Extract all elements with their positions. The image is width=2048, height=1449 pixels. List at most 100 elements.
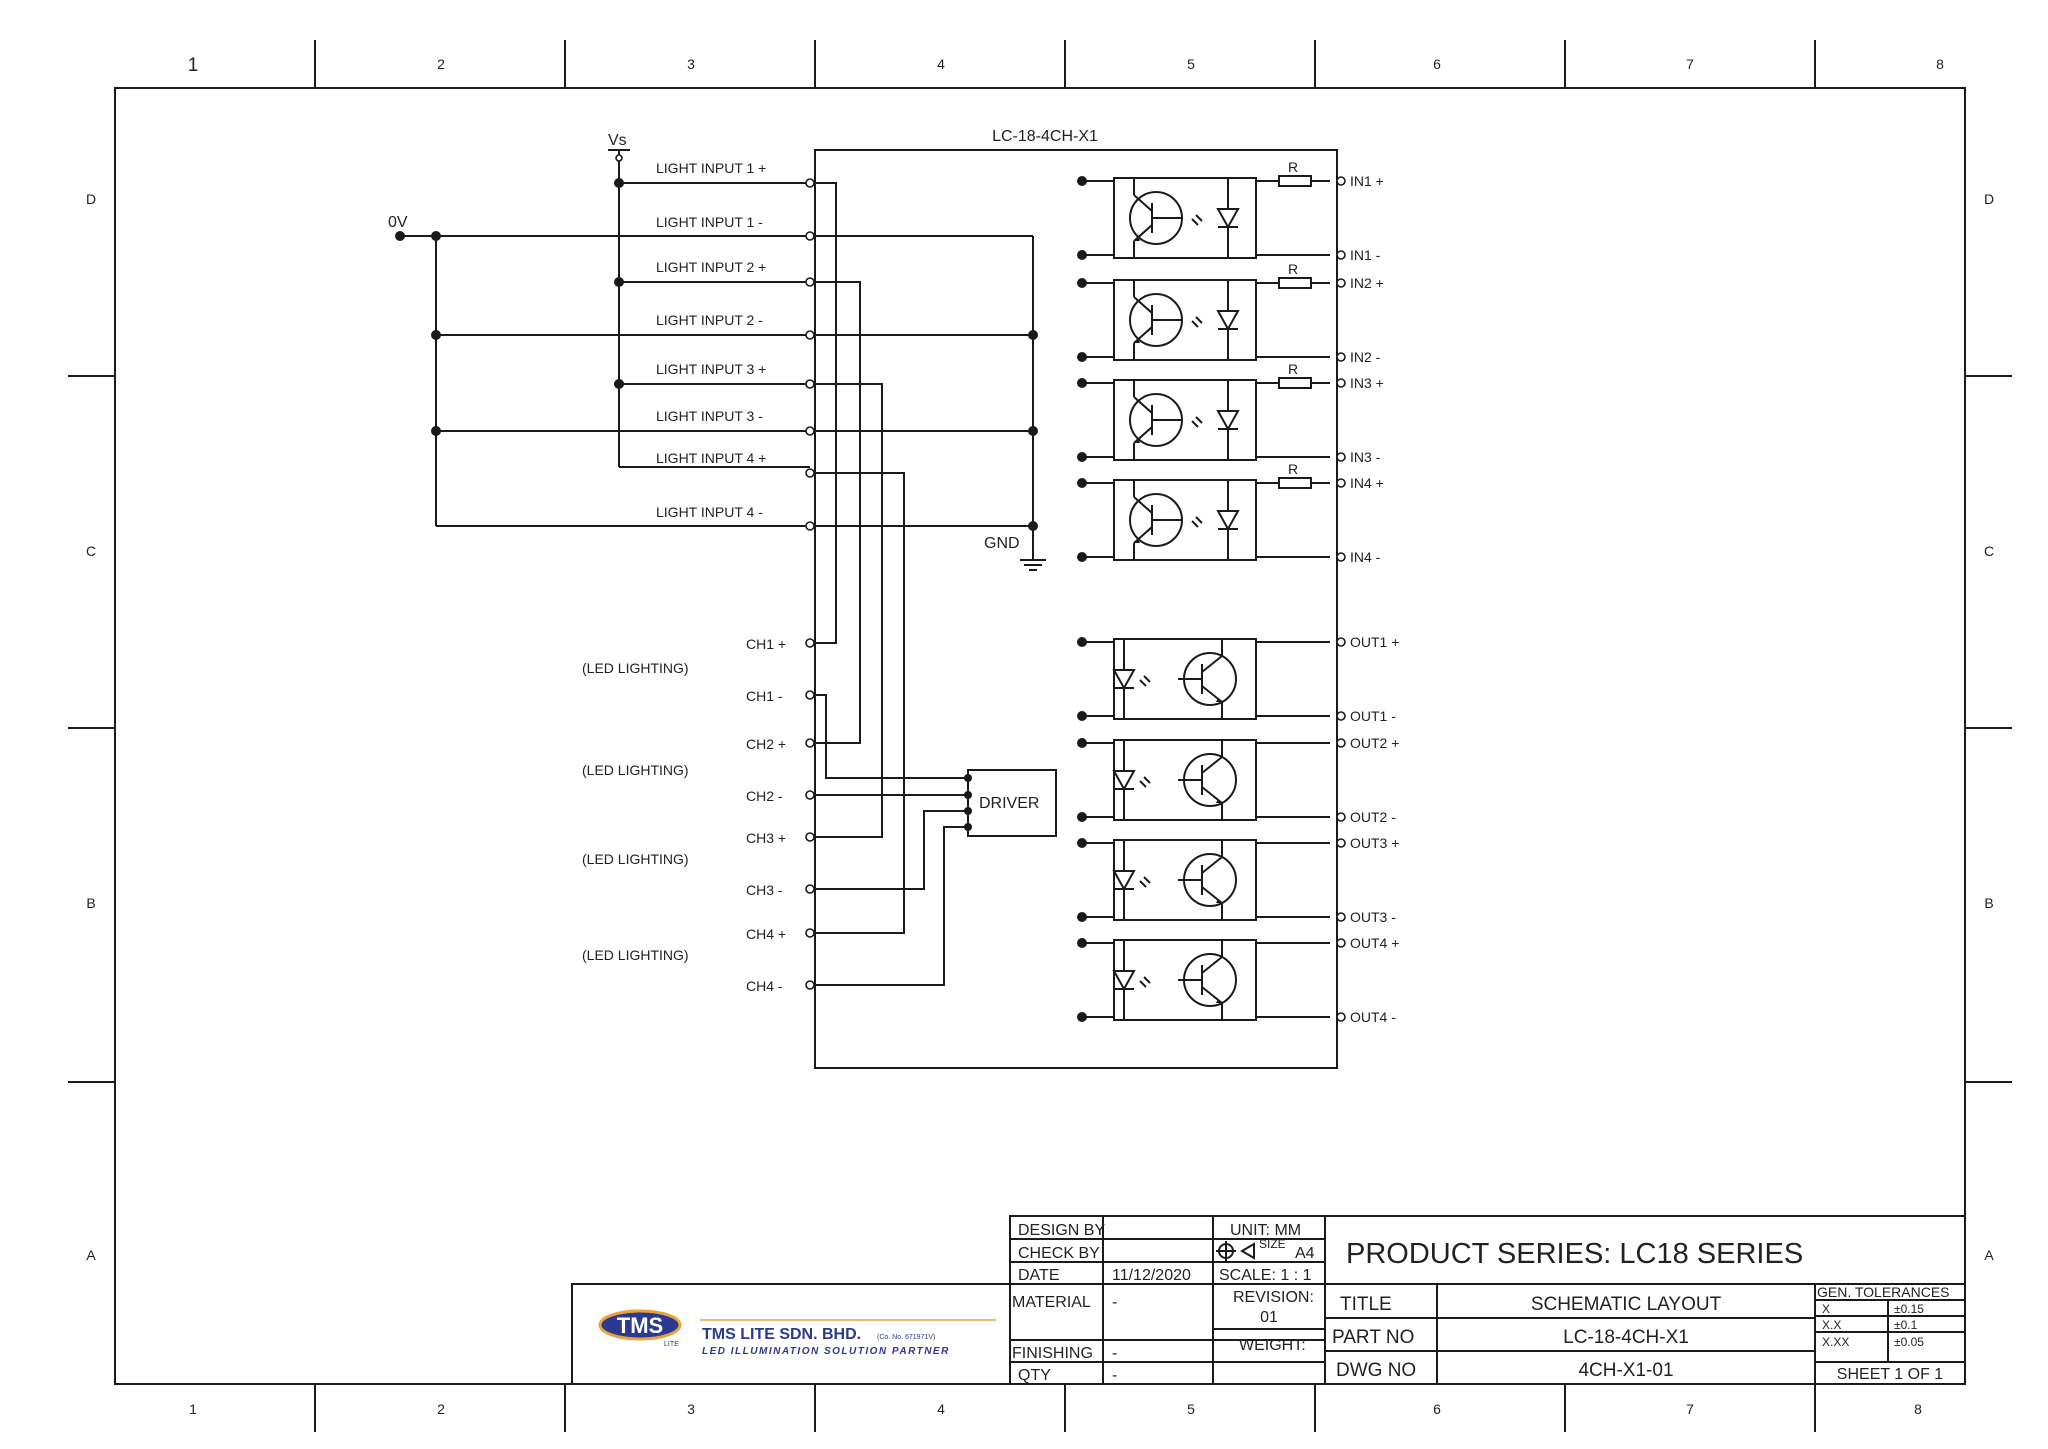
channel-pin-label: CH3 -: [746, 882, 783, 898]
svg-text:R: R: [1288, 159, 1298, 175]
channel-pins: CH1 + CH1 - CH2 + CH2 - CH3 + CH3 - CH4 …: [582, 636, 815, 994]
dwg-no-label: DWG NO: [1336, 1360, 1416, 1381]
light-input-label: LIGHT INPUT 1 +: [656, 160, 766, 176]
led-lighting-label: (LED LIGHTING): [582, 851, 689, 867]
output-optocoupler: [1076, 837, 1331, 923]
schematic: LC-18-4CH-X1 Vs 0V: [388, 128, 1399, 1069]
date-label: DATE: [1018, 1267, 1059, 1284]
output-optocoupler: [1076, 737, 1331, 823]
tolerance-format: X: [1822, 1302, 1830, 1316]
light-input-label: LIGHT INPUT 4 +: [656, 450, 766, 466]
tolerance-value: ±0.15: [1894, 1302, 1924, 1316]
zone-row-left: A: [86, 1247, 96, 1263]
input-pin-label: IN2 +: [1350, 275, 1384, 291]
light-input-pins: LIGHT INPUT 1 + LIGHT INPUT 1 - LIGHT IN…: [656, 160, 815, 531]
zero-volt-rail: 0V GND: [388, 214, 1046, 571]
svg-text:R: R: [1288, 261, 1298, 277]
tolerance-value: ±0.05: [1894, 1335, 1924, 1349]
zone-column-bottom: 7: [1686, 1401, 1694, 1417]
company-name: TMS LITE SDN. BHD.: [702, 1326, 861, 1343]
input-pin-label: IN2 -: [1350, 349, 1381, 365]
svg-text:R: R: [1288, 361, 1298, 377]
light-input-label: LIGHT INPUT 2 -: [656, 312, 763, 328]
input-optocoupler: R: [1076, 361, 1331, 463]
svg-text:LITE: LITE: [664, 1341, 679, 1348]
channel-pin-label: CH2 +: [746, 736, 786, 752]
internal-wiring: [814, 182, 968, 986]
part-no-value: LC-18-4CH-X1: [1563, 1327, 1689, 1348]
zone-column-bottom: 3: [687, 1401, 695, 1417]
input-pin-label: IN1 -: [1350, 247, 1381, 263]
zone-row-right: B: [1984, 895, 1993, 911]
size-value: A4: [1295, 1245, 1315, 1262]
svg-text:R: R: [1288, 461, 1298, 477]
finishing-value: -: [1112, 1345, 1117, 1362]
dwg-no-value: 4CH-X1-01: [1578, 1360, 1673, 1381]
channel-pin-label: CH3 +: [746, 830, 786, 846]
output-pin-label: OUT2 -: [1350, 809, 1396, 825]
module-title: LC-18-4CH-X1: [992, 128, 1098, 145]
unit-label: UNIT: MM: [1230, 1222, 1301, 1239]
check-by-label: CHECK BY: [1018, 1245, 1100, 1262]
zone-column-top: 6: [1433, 56, 1441, 72]
revision-label: REVISION:: [1233, 1289, 1314, 1306]
input-pins: IN1 + IN1 - IN2 + IN2 - IN3 + IN3 - IN4 …: [1336, 173, 1384, 565]
zone-column-top: 7: [1686, 56, 1694, 72]
light-input-label: LIGHT INPUT 3 +: [656, 361, 766, 377]
input-pin-label: IN3 +: [1350, 375, 1384, 391]
company-tagline: LED ILLUMINATION SOLUTION PARTNER: [702, 1346, 950, 1357]
output-pin-label: OUT1 +: [1350, 634, 1399, 650]
light-input-label: LIGHT INPUT 3 -: [656, 408, 763, 424]
sheet-number: SHEET 1 OF 1: [1837, 1366, 1944, 1383]
channel-pin-label: CH4 -: [746, 978, 783, 994]
company-logo: TMS LITE: [598, 1309, 682, 1348]
channel-pin-label: CH4 +: [746, 926, 786, 942]
title-label: TITLE: [1340, 1294, 1392, 1315]
output-pin-label: OUT2 +: [1350, 735, 1399, 751]
channel-pin-label: CH1 -: [746, 688, 783, 704]
output-pin-label: OUT4 +: [1350, 935, 1399, 951]
zone-column-top: 4: [937, 56, 945, 72]
title-block: DESIGN BY CHECK BY DATE 11/12/2020 MATER…: [571, 1215, 1966, 1385]
light-input-label: LIGHT INPUT 4 -: [656, 504, 763, 520]
product-series: PRODUCT SERIES: LC18 SERIES: [1346, 1238, 1803, 1270]
led-lighting-label: (LED LIGHTING): [582, 660, 689, 676]
date-value: 11/12/2020: [1112, 1267, 1191, 1284]
zone-row-right: D: [1984, 191, 1994, 207]
output-pin-label: OUT4 -: [1350, 1009, 1396, 1025]
svg-text:GND: GND: [984, 535, 1020, 552]
svg-text:Vs: Vs: [608, 132, 627, 149]
led-lighting-label: (LED LIGHTING): [582, 762, 689, 778]
svg-text:TMS: TMS: [617, 1313, 663, 1338]
zone-column-top: 3: [687, 56, 695, 72]
module-box: [814, 149, 1338, 1069]
title-value: SCHEMATIC LAYOUT: [1531, 1294, 1722, 1315]
projection-symbol-icon: [1216, 1241, 1255, 1261]
channel-pin-label: CH2 -: [746, 788, 783, 804]
company-reg-no: (Co. No. 671971V): [877, 1334, 935, 1341]
output-pins: OUT1 + OUT1 - OUT2 + OUT2 - OUT3 + OUT3 …: [1336, 634, 1399, 1025]
output-pin-label: OUT3 -: [1350, 909, 1396, 925]
zone-row-right: C: [1984, 543, 1994, 559]
light-input-label: LIGHT INPUT 1 -: [656, 214, 763, 230]
input-pin-label: IN3 -: [1350, 449, 1381, 465]
output-pin-label: OUT3 +: [1350, 835, 1399, 851]
zone-row-left: B: [86, 895, 95, 911]
input-optocoupler: R: [1076, 261, 1331, 363]
tolerance-format: X.X: [1822, 1318, 1841, 1332]
zone-labels: 1 2 3 4 5 6 7 8 1 2 3 4 5 6 7 8 D C B A …: [86, 55, 1994, 1417]
zone-column-top: 8: [1936, 56, 1944, 72]
zone-column-bottom: 5: [1187, 1401, 1195, 1417]
material-value: -: [1112, 1294, 1117, 1311]
channel-pin-label: CH1 +: [746, 636, 786, 652]
svg-text:DRIVER: DRIVER: [979, 795, 1039, 812]
zone-row-right: A: [1984, 1247, 1994, 1263]
output-optocoupler: [1076, 636, 1331, 722]
zone-column-bottom: 2: [437, 1401, 445, 1417]
light-input-label: LIGHT INPUT 2 +: [656, 259, 766, 275]
input-optocoupler: R: [1076, 461, 1331, 563]
qty-label: QTY: [1018, 1367, 1051, 1384]
finishing-label: FINISHING: [1012, 1345, 1093, 1362]
zone-column-bottom: 6: [1433, 1401, 1441, 1417]
zone-column-bottom: 4: [937, 1401, 945, 1417]
